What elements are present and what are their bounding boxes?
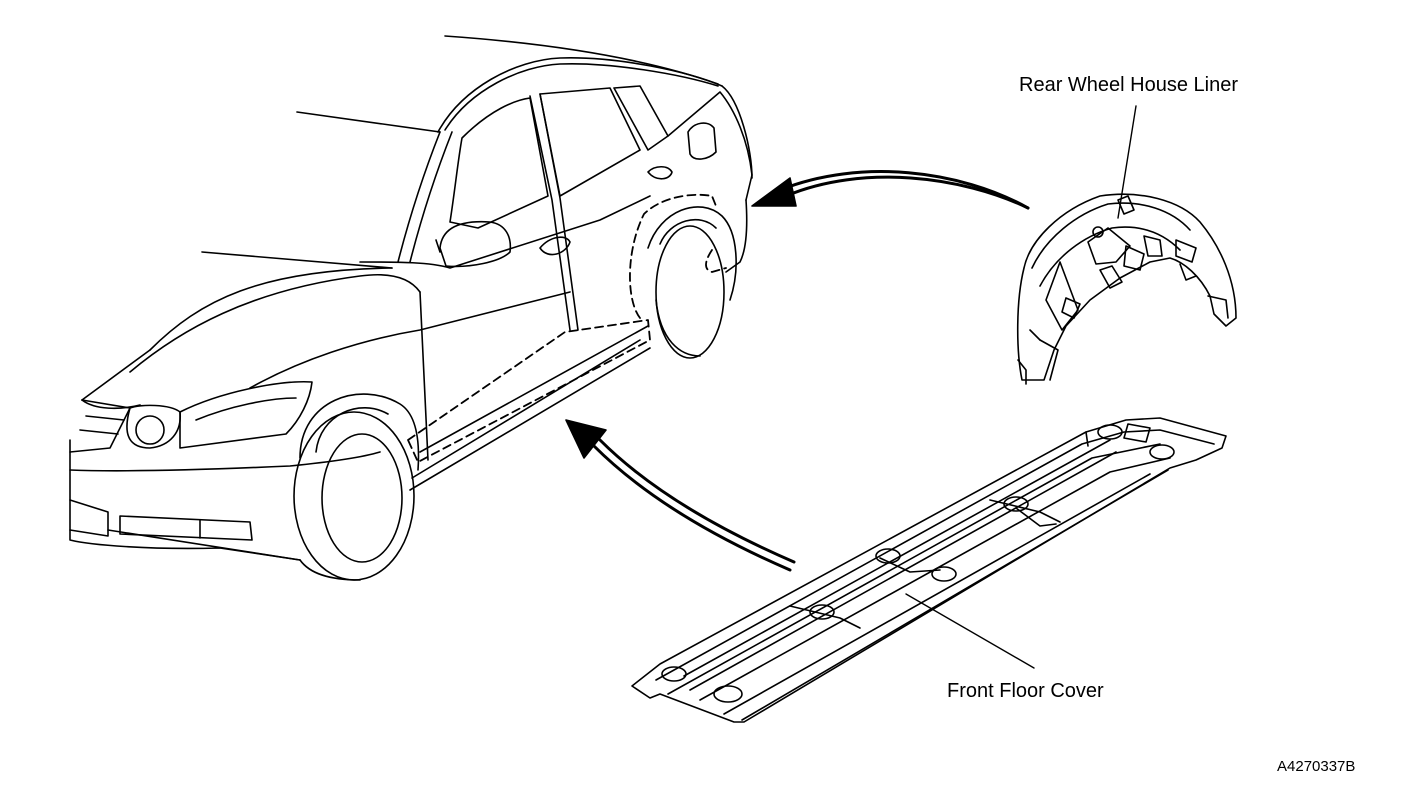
rear-wheel-house-liner-part <box>1018 194 1236 384</box>
front-floor-cover-label: Front Floor Cover <box>947 680 1104 702</box>
mounting-boss <box>662 425 1174 702</box>
rear-wheel-house-liner-label: Rear Wheel House Liner <box>1019 74 1238 96</box>
car-illustration <box>70 36 752 580</box>
arrow-to-front-floor <box>566 420 794 570</box>
arrow-to-rear-wheel-house <box>752 172 1028 208</box>
front-floor-cover-part <box>632 418 1226 722</box>
figure-code: A4270337B <box>1277 758 1356 775</box>
rear-liner-leader-line <box>1118 106 1136 218</box>
floor-cover-leader-line <box>906 594 1034 668</box>
